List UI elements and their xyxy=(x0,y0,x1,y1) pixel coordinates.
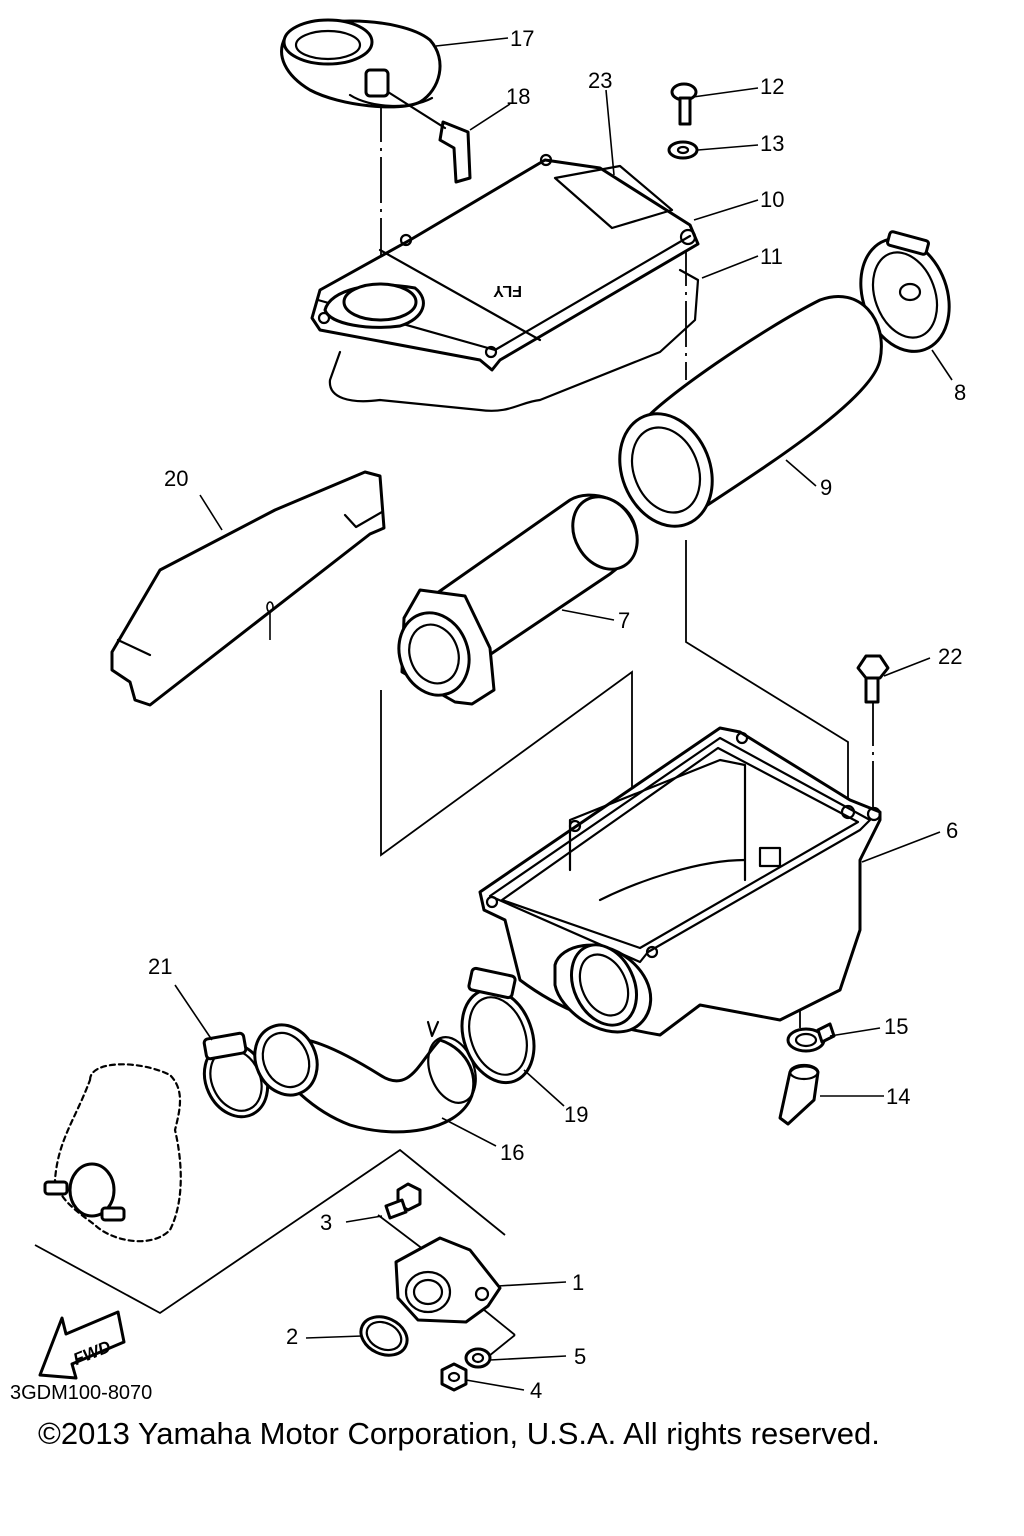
part-3-bolt xyxy=(384,1182,422,1220)
part-4-nut xyxy=(440,1362,468,1392)
callout-8: 8 xyxy=(954,380,966,405)
callout-18: 18 xyxy=(506,84,530,109)
part-14-drain-plug xyxy=(778,1063,820,1126)
callout-12: 12 xyxy=(760,74,784,99)
callout-labels: 17 18 23 12 13 10 11 8 9 20 7 22 6 21 15… xyxy=(148,26,966,1403)
part-11-lid-gasket xyxy=(328,268,700,412)
callout-1: 1 xyxy=(572,1270,584,1295)
callout-19: 19 xyxy=(564,1102,588,1127)
part-21-hose-clamp xyxy=(202,1031,270,1119)
carburetor-outline xyxy=(43,1063,182,1243)
fwd-arrow-icon: FWD xyxy=(38,1310,126,1380)
diagram-code: 3GDM100-8070 xyxy=(10,1382,153,1404)
callout-5: 5 xyxy=(574,1344,586,1369)
part-12-screw xyxy=(670,82,698,126)
callout-3: 3 xyxy=(320,1210,332,1235)
part-10-case-cover: FLY xyxy=(310,153,700,372)
part-6-air-filter-case xyxy=(478,726,882,1037)
callout-10: 10 xyxy=(760,187,784,212)
callout-4: 4 xyxy=(530,1378,542,1403)
part-20-plate xyxy=(110,470,386,707)
callout-9: 9 xyxy=(820,475,832,500)
callout-23: 23 xyxy=(588,68,612,93)
callout-7: 7 xyxy=(618,608,630,633)
callout-11: 11 xyxy=(760,244,783,269)
part-18-breather-elbow xyxy=(386,90,472,184)
part-17-intake-duct xyxy=(280,18,442,109)
lid-marking: FLY xyxy=(493,282,522,299)
part-16-joint-hose xyxy=(253,1020,477,1134)
part-13-washer xyxy=(667,140,699,160)
callout-21: 21 xyxy=(148,954,172,979)
callout-17: 17 xyxy=(510,26,534,51)
part-22-bolt xyxy=(856,654,890,704)
part-1-joint xyxy=(394,1236,502,1324)
callout-13: 13 xyxy=(760,131,784,156)
callout-leaders xyxy=(174,37,953,1391)
callout-6: 6 xyxy=(946,818,958,843)
part-7-intake-tube xyxy=(397,493,639,706)
callout-2: 2 xyxy=(286,1324,298,1349)
callout-20: 20 xyxy=(164,466,188,491)
callout-22: 22 xyxy=(938,644,962,669)
copyright-notice: ©2013 Yamaha Motor Corporation, U.S.A. A… xyxy=(38,1416,880,1451)
callout-16: 16 xyxy=(500,1140,524,1165)
callout-14: 14 xyxy=(886,1084,910,1109)
part-9-air-filter-element xyxy=(618,294,883,528)
part-2-o-ring xyxy=(359,1315,409,1357)
part-15-clamp xyxy=(786,1022,836,1053)
part-19-hose-clamp xyxy=(460,966,536,1085)
part-5-washer xyxy=(464,1347,492,1369)
callout-15: 15 xyxy=(884,1014,908,1039)
